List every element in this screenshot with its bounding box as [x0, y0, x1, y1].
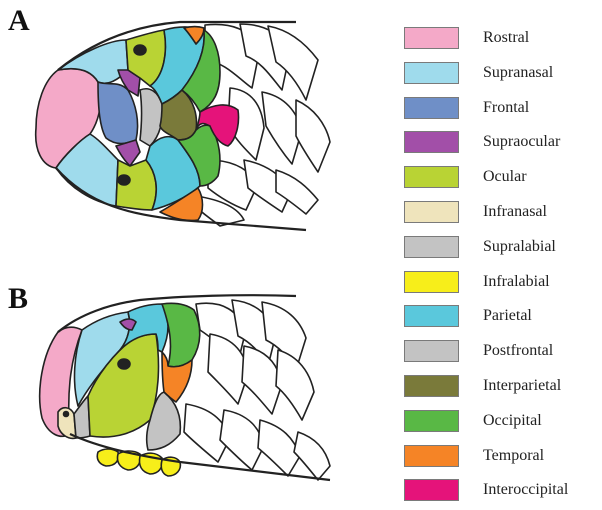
legend-item-supraocular: Supraocular [404, 130, 602, 156]
infralabial-scale-1 [97, 449, 118, 466]
legend-label: Supranasal [483, 62, 553, 84]
legend-swatch [404, 27, 459, 49]
legend-swatch [404, 236, 459, 258]
legend-label: Supralabial [483, 236, 556, 258]
legend-label: Interoccipital [483, 479, 568, 501]
legend-label: Supraocular [483, 131, 560, 153]
legend-item-interparietal: Interparietal [404, 374, 602, 400]
lateral-eye [118, 359, 130, 369]
legend-swatch [404, 97, 459, 119]
legend-item-ocular: Ocular [404, 165, 602, 191]
legend-swatch [404, 410, 459, 432]
legend-label: Infralabial [483, 271, 550, 293]
legend-item-infranasal: Infranasal [404, 200, 602, 226]
legend-swatch [404, 62, 459, 84]
legend-swatch [404, 166, 459, 188]
legend-item-rostral: Rostral [404, 26, 602, 52]
legend-swatch [404, 201, 459, 223]
legend-item-temporal: Temporal [404, 444, 602, 470]
legend-item-postfrontal: Postfrontal [404, 339, 602, 365]
legend-label: Frontal [483, 97, 529, 119]
legend-swatch [404, 131, 459, 153]
legend-label: Infranasal [483, 201, 547, 223]
legend-swatch [404, 479, 459, 501]
lateral-body-scales [184, 300, 330, 480]
legend-swatch [404, 340, 459, 362]
legend-item-supranasal: Supranasal [404, 61, 602, 87]
legend-swatch [404, 375, 459, 397]
legend-label: Ocular [483, 166, 527, 188]
nostril [64, 412, 69, 417]
legend-item-supralabial: Supralabial [404, 235, 602, 261]
legend-label: Occipital [483, 410, 542, 432]
legend-label: Parietal [483, 305, 532, 327]
legend-item-occipital: Occipital [404, 409, 602, 435]
lateral-head-diagram [0, 0, 400, 510]
legend-item-parietal: Parietal [404, 304, 602, 330]
legend-item-infralabial: Infralabial [404, 270, 602, 296]
legend-label: Interparietal [483, 375, 561, 397]
legend-label: Temporal [483, 445, 544, 467]
legend-item-interoccipital: Interoccipital [404, 478, 602, 504]
legend-swatch [404, 445, 459, 467]
legend-swatch [404, 271, 459, 293]
legend-item-frontal: Frontal [404, 96, 602, 122]
legend-label: Postfrontal [483, 340, 553, 362]
legend-swatch [404, 305, 459, 327]
legend-label: Rostral [483, 27, 529, 49]
